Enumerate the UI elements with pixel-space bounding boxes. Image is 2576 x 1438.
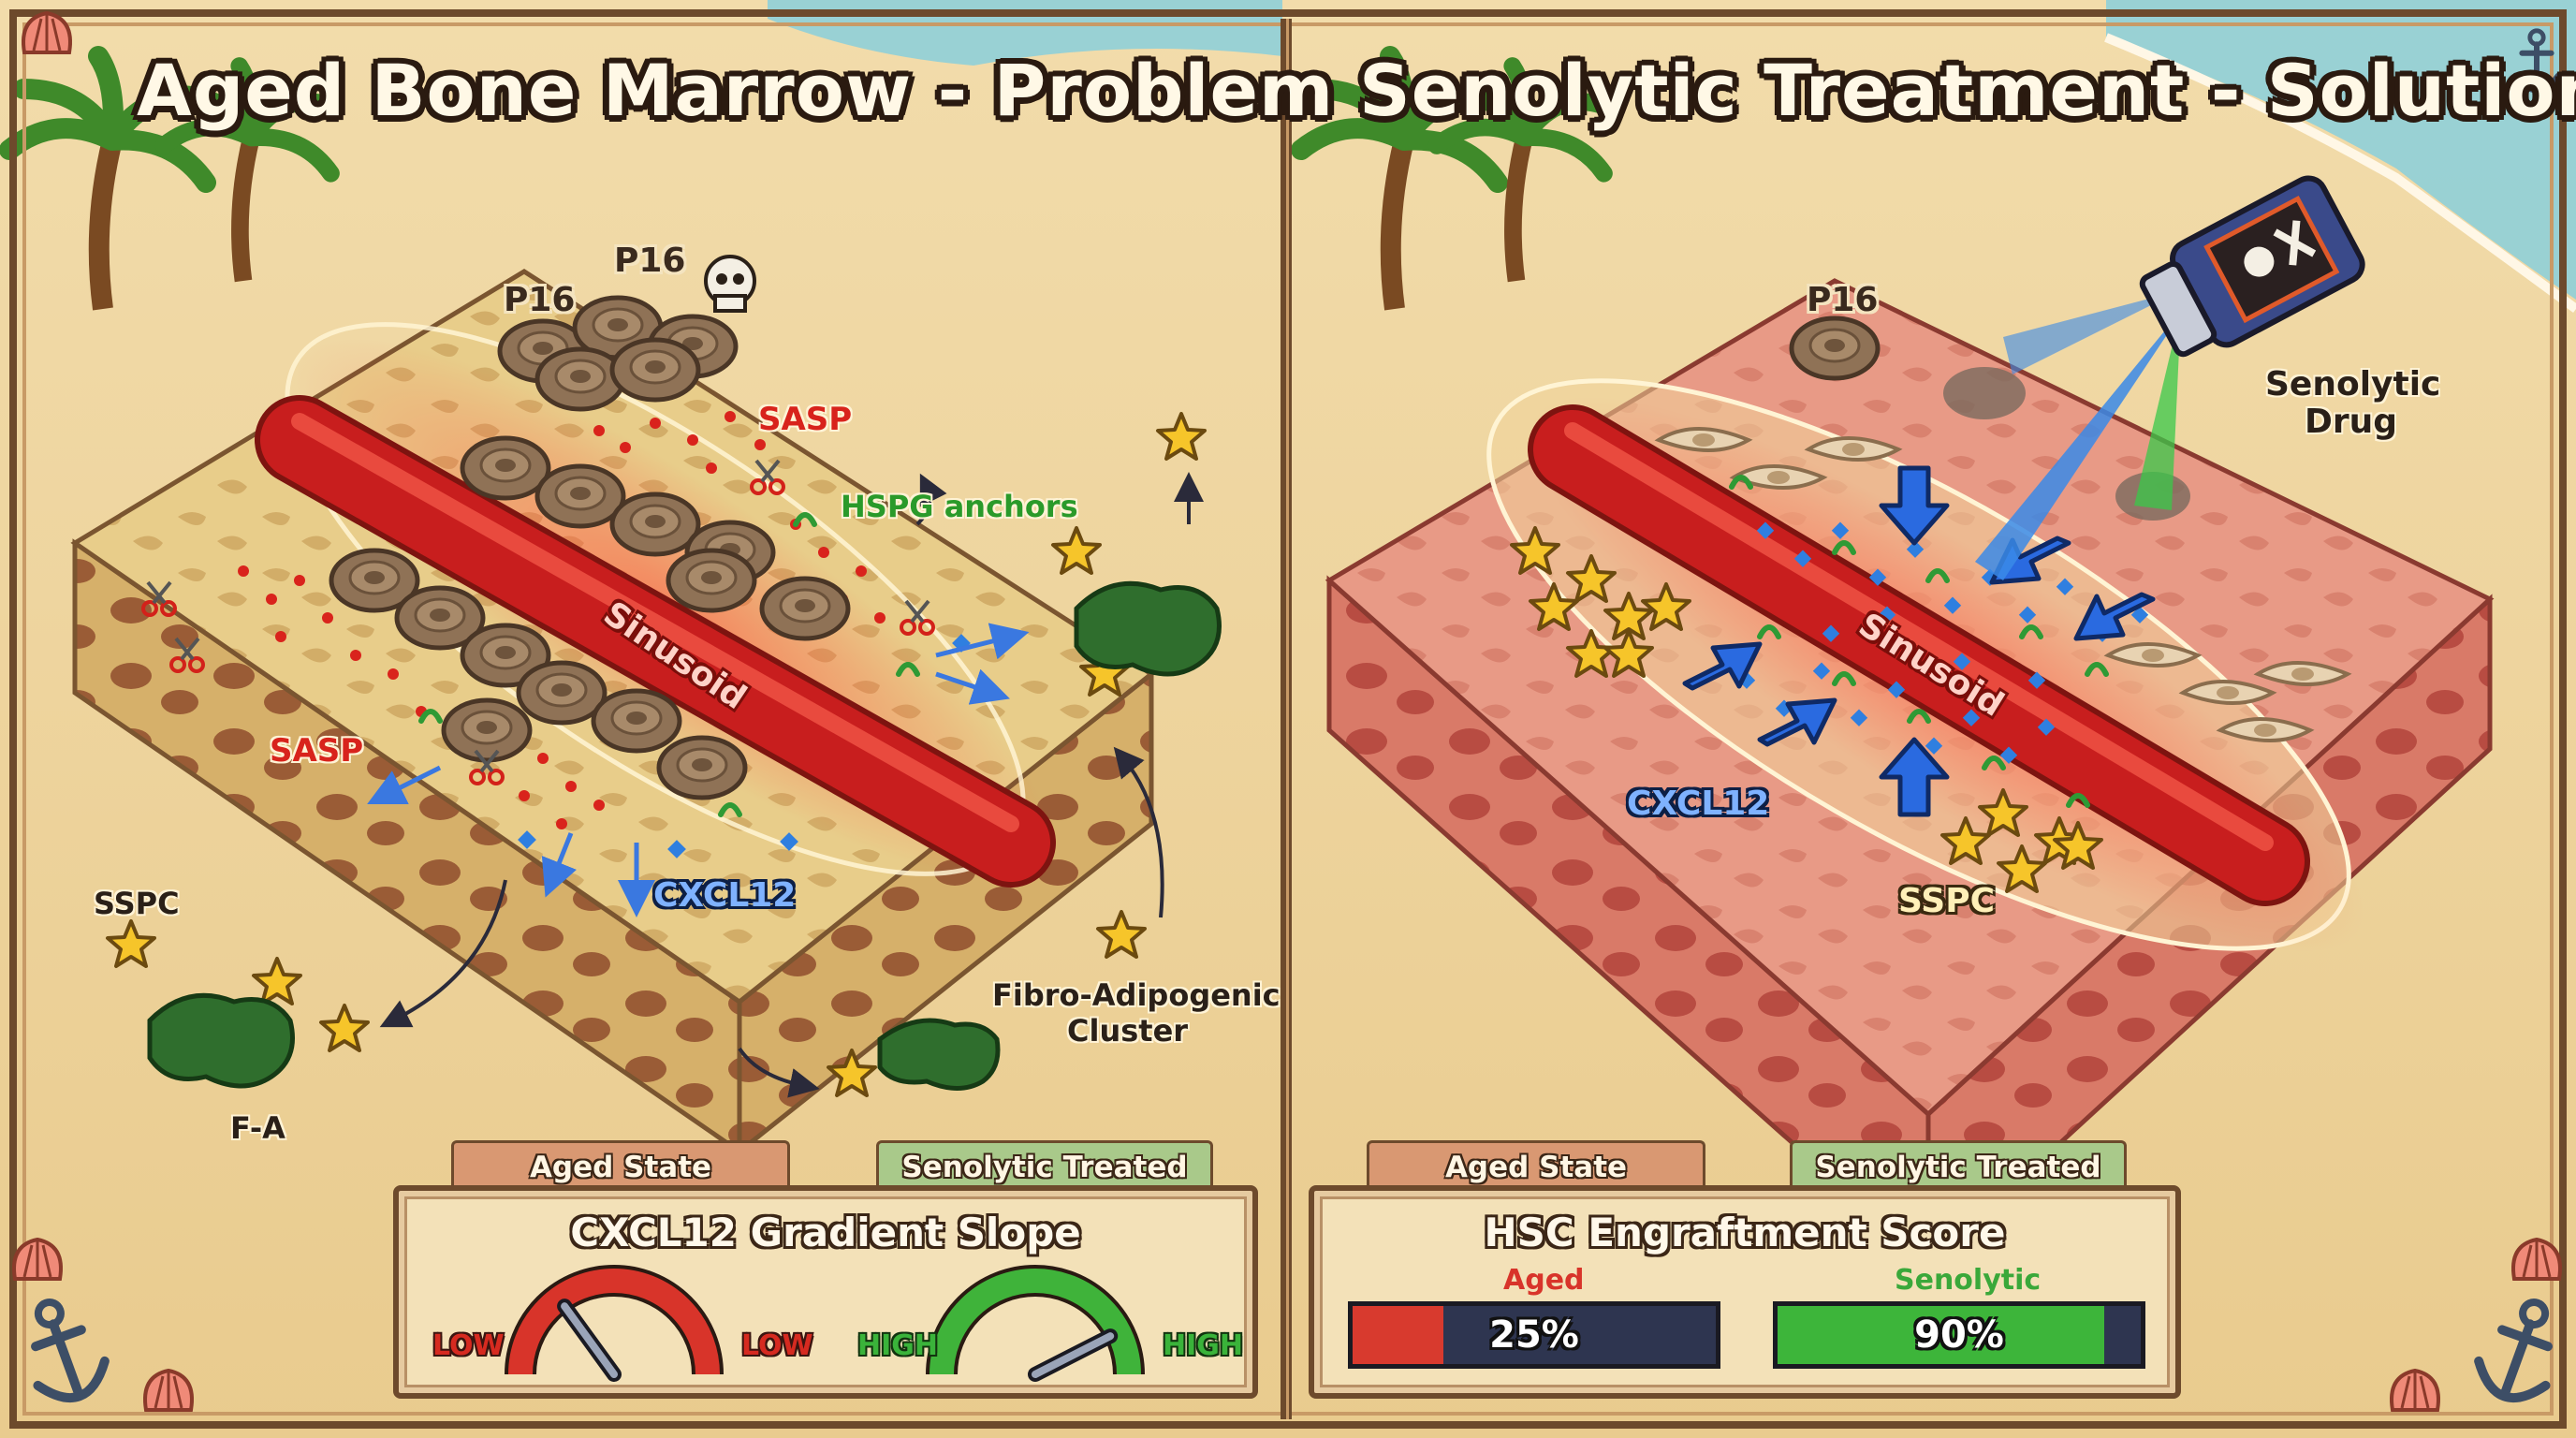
cxcl12-particle xyxy=(2027,671,2046,689)
cxcl12-particle xyxy=(1831,521,1850,539)
gauge-arc xyxy=(508,1269,720,1375)
gradient-slope-panel: CXCL12 Gradient Slope LOW LOW HIGH HIGH xyxy=(393,1185,1258,1399)
cxcl12-particle xyxy=(1812,662,1831,680)
sasp-label: SASP xyxy=(758,401,853,438)
left-panel-title: Aged Bone Marrow - Problem xyxy=(137,49,1335,132)
engraftment-score-panel: HSC Engraftment Score Aged Senolytic 25%… xyxy=(1309,1185,2181,1399)
aged-tissue-block xyxy=(70,255,1222,1157)
sspc-label: SSPC xyxy=(94,886,180,921)
senolytic-gauge xyxy=(926,1265,1145,1382)
senolytic-score-value: 90% xyxy=(1914,1313,2004,1357)
cxcl12-particle xyxy=(1962,709,1981,726)
sasp-label: SASP xyxy=(270,732,364,770)
cxcl12-particle xyxy=(1868,568,1887,586)
tab-senolytic-treated-state[interactable]: Senolytic Treated State xyxy=(876,1140,1213,1233)
treated-tissue-block xyxy=(1325,175,2495,1269)
drug-bottle-icon xyxy=(2139,175,2365,358)
cxcl12-particle xyxy=(2018,606,2037,624)
drug-label: Drug xyxy=(2305,403,2398,441)
p16-label: P16 xyxy=(504,281,576,319)
gradient-slope-title: CXCL12 Gradient Slope xyxy=(570,1210,1081,1255)
cxcl12-particle xyxy=(1925,737,1943,755)
gauge-low-right: LOW xyxy=(741,1329,813,1362)
gauges xyxy=(505,1265,1145,1382)
engraftment-score-title: HSC Engraftment Score xyxy=(1484,1210,2006,1255)
cxcl12-particle xyxy=(1999,746,2018,764)
p16-label: P16 xyxy=(614,242,686,280)
gauge-high-left: HIGH xyxy=(857,1329,939,1362)
fibro-adipogenic-label: Fibro-Adipogenic xyxy=(992,977,1281,1013)
cxcl12-particle xyxy=(1822,624,1840,642)
senolytic-score-label: Senolytic xyxy=(1895,1264,2042,1297)
cxcl12-label: CXCL12 xyxy=(653,876,797,915)
aged-score-value: 25% xyxy=(1489,1313,1579,1357)
right-panel-title: Senolytic Treatment - Solution xyxy=(1359,49,2576,132)
senolytic-score-bar: 90% xyxy=(1773,1301,2145,1369)
gauge-high-right: HIGH xyxy=(1163,1329,1244,1362)
gauge-needle xyxy=(561,1302,618,1378)
cxcl12-particle xyxy=(1906,540,1925,558)
cxcl12-particle xyxy=(2037,718,2056,736)
cxcl12-particle xyxy=(1850,709,1868,726)
senolytic-drug-label: Senolytic xyxy=(2265,365,2441,404)
cxcl12-particle xyxy=(2130,606,2149,624)
gauge-low-left: LOW xyxy=(432,1329,505,1362)
hspg-anchors-label: HSPG anchors xyxy=(841,489,1078,524)
cluster-label: Cluster xyxy=(1067,1013,1189,1049)
cxcl12-label: CXCL12 xyxy=(1627,785,1770,823)
sspc-label: SSPC xyxy=(1898,882,1996,920)
cxcl12-particle xyxy=(1943,596,1962,614)
aged-score-bar: 25% xyxy=(1348,1301,1720,1369)
senolytic-score-fill xyxy=(1778,1306,2105,1364)
aged-score-label: Aged xyxy=(1503,1264,1585,1297)
cxcl12-particle xyxy=(1756,521,1775,539)
cxcl12-particle xyxy=(1878,606,1896,624)
tab-senolytic-treated-state[interactable]: Senolytic Treated State xyxy=(1790,1140,2127,1233)
p16-label: P16 xyxy=(1807,281,1879,319)
tab-aged-state[interactable]: Aged State xyxy=(1367,1140,1705,1190)
tab-aged-state[interactable]: Aged State xyxy=(451,1140,790,1190)
cxcl12-particle xyxy=(1887,681,1906,698)
fa-label: F-A xyxy=(230,1110,285,1146)
cxcl12-particle xyxy=(1793,550,1812,567)
cxcl12-particle xyxy=(1953,653,1971,670)
aged-score-fill xyxy=(1353,1306,1443,1364)
cxcl12-particle xyxy=(2056,578,2074,595)
gauge-needle xyxy=(1032,1332,1115,1378)
gauge-arc xyxy=(929,1269,1141,1375)
aged-gauge xyxy=(505,1265,724,1382)
